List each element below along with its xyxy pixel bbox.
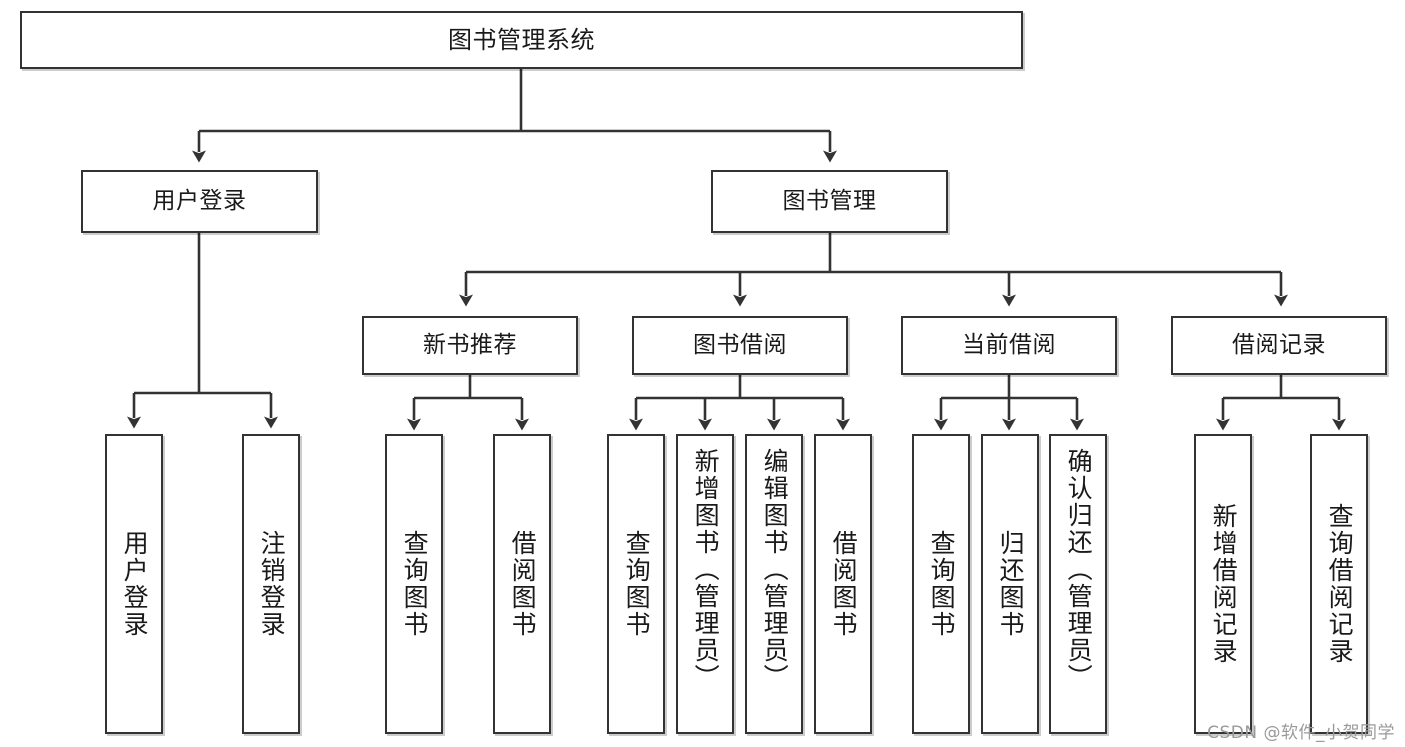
node-current-borrow-label: 当前借阅 — [962, 331, 1056, 358]
node-new-book-recommend[interactable]: 新书推荐 — [362, 316, 578, 375]
csdn-watermark: CSDN @软件_小贺同学 — [1207, 723, 1395, 743]
leaf-edit-book-label: 编辑图书（管理员） — [760, 448, 790, 691]
node-book-manage[interactable]: 图书管理 — [711, 170, 948, 233]
leaf-return-book-label: 归还图书 — [996, 530, 1026, 638]
node-book-borrow-label: 图书借阅 — [693, 331, 787, 358]
leaf-borrow-book-2[interactable]: 借阅图书 — [814, 434, 872, 734]
node-book-manage-label: 图书管理 — [782, 187, 877, 214]
leaf-logout-login-label: 注销登录 — [257, 530, 287, 638]
leaf-add-record-label: 新增借阅记录 — [1209, 503, 1239, 665]
leaf-logout-login[interactable]: 注销登录 — [242, 434, 300, 734]
leaf-return-book[interactable]: 归还图书 — [981, 434, 1039, 734]
leaf-query-record[interactable]: 查询借阅记录 — [1310, 434, 1368, 734]
node-user-login-label: 用户登录 — [152, 187, 247, 214]
leaf-confirm-return[interactable]: 确认归还（管理员） — [1049, 434, 1107, 734]
leaf-borrow-book-1-label: 借阅图书 — [508, 530, 538, 638]
node-current-borrow[interactable]: 当前借阅 — [901, 316, 1117, 375]
leaf-query-book-2[interactable]: 查询图书 — [607, 434, 665, 734]
leaf-add-record[interactable]: 新增借阅记录 — [1194, 434, 1252, 734]
node-borrow-record-label: 借阅记录 — [1232, 331, 1326, 358]
node-root-system[interactable]: 图书管理系统 — [20, 11, 1023, 69]
leaf-query-book-3[interactable]: 查询图书 — [912, 434, 970, 734]
node-root-system-label: 图书管理系统 — [448, 25, 595, 54]
leaf-query-book-3-label: 查询图书 — [927, 530, 957, 638]
leaf-query-book-1-label: 查询图书 — [400, 530, 430, 638]
leaf-user-login-label: 用户登录 — [120, 530, 150, 638]
node-book-borrow[interactable]: 图书借阅 — [632, 316, 848, 375]
leaf-edit-book[interactable]: 编辑图书（管理员） — [745, 434, 803, 734]
leaf-add-book[interactable]: 新增图书（管理员） — [676, 434, 734, 734]
leaf-borrow-book-1[interactable]: 借阅图书 — [493, 434, 551, 734]
leaf-borrow-book-2-label: 借阅图书 — [829, 530, 859, 638]
leaf-query-book-2-label: 查询图书 — [622, 530, 652, 638]
leaf-confirm-return-label: 确认归还（管理员） — [1064, 448, 1094, 691]
leaf-user-login[interactable]: 用户登录 — [105, 434, 163, 734]
node-new-book-recommend-label: 新书推荐 — [423, 331, 517, 358]
leaf-query-record-label: 查询借阅记录 — [1325, 503, 1355, 665]
node-borrow-record[interactable]: 借阅记录 — [1171, 316, 1387, 375]
leaf-add-book-label: 新增图书（管理员） — [691, 448, 721, 691]
node-user-login[interactable]: 用户登录 — [81, 170, 318, 233]
leaf-query-book-1[interactable]: 查询图书 — [385, 434, 443, 734]
